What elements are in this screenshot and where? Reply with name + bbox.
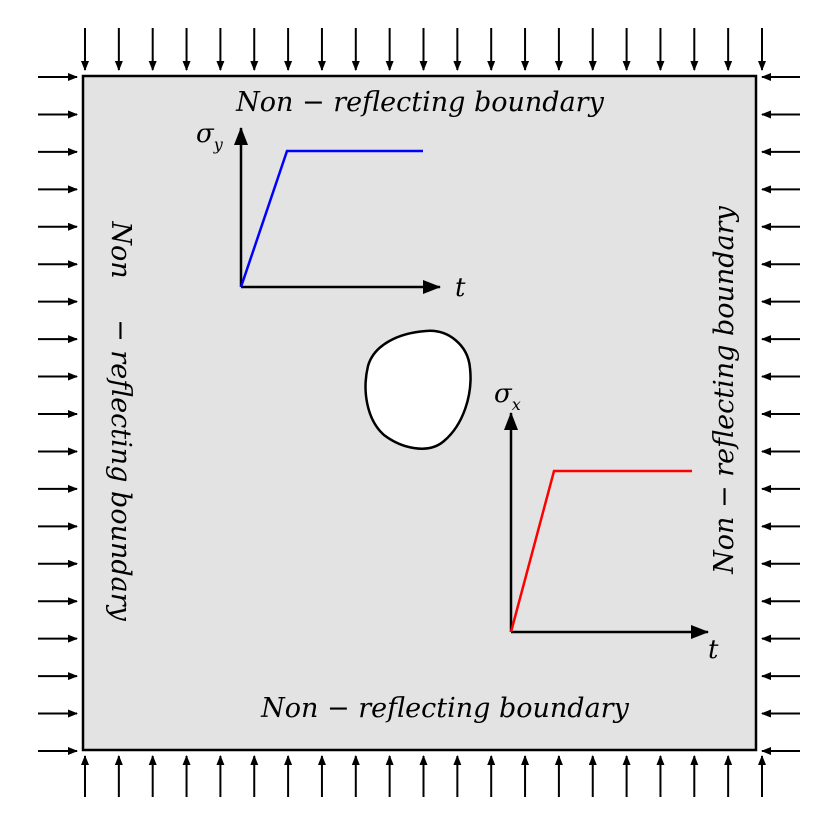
right-boundary-label-text: Non − reflecting boundary	[709, 205, 740, 574]
applied-stress-arrows	[38, 28, 800, 797]
sigma-x-axis-label: σx	[494, 379, 521, 414]
right-boundary-label: Non − reflecting boundary	[709, 205, 740, 574]
sigma-x-load-curve	[509, 469, 692, 633]
sigma-y-axis-label: σy	[196, 119, 224, 154]
sigma-y-load-curve	[239, 149, 423, 288]
top-boundary-label: Non − reflecting boundary	[235, 87, 604, 118]
bottom-boundary-label: Non − reflecting boundary	[260, 693, 629, 724]
sigma-y-load-plot: σy t	[196, 119, 466, 303]
left-boundary-label: Non − reflecting boundary	[105, 220, 136, 621]
left-boundary-label-line2: − reflecting boundary	[105, 319, 136, 622]
sigma-x-load-plot: σx t	[494, 379, 719, 665]
sigma-y-time-label: t	[455, 273, 466, 303]
cavity	[364, 329, 472, 450]
sigma-x-time-label: t	[708, 635, 719, 665]
left-boundary-label-line1: Non	[105, 220, 136, 278]
